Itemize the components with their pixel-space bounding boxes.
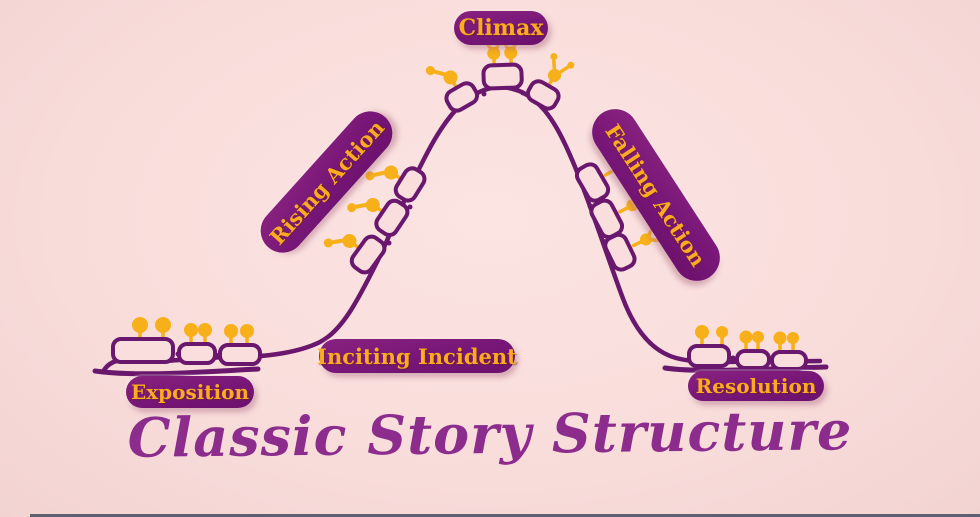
coaster-car: [525, 53, 575, 111]
label-exposition: Exposition: [126, 376, 254, 408]
label-climax: Climax: [454, 11, 548, 45]
coaster-car: [177, 323, 217, 365]
coaster-car: [770, 331, 808, 371]
coaster-car: [347, 197, 410, 237]
bottom-edge-line: [30, 514, 980, 517]
coaster-cars: [111, 31, 808, 371]
car-coupling-dot: [216, 352, 222, 358]
car-coupling-dot: [407, 204, 413, 210]
coaster-car: [323, 234, 387, 275]
coaster-car: [735, 330, 771, 370]
car-coupling-dot: [175, 351, 181, 357]
car-coupling-dot: [587, 203, 593, 209]
page-title: Classic Story Structure: [127, 398, 853, 470]
car-coupling-dot: [767, 357, 773, 363]
car-coupling-dot: [730, 355, 736, 361]
coaster-car: [111, 317, 175, 364]
coaster-car: [425, 66, 480, 113]
car-coupling-dot: [520, 90, 526, 96]
coaster-car: [687, 325, 731, 368]
left-platform-line: [92, 366, 261, 377]
label-resolution: Resolution: [688, 371, 824, 401]
coaster-car: [218, 324, 262, 366]
car-coupling-dot: [600, 238, 606, 244]
coaster-car: [365, 165, 427, 203]
car-coupling-dot: [386, 240, 392, 246]
car-coupling-dot: [481, 91, 487, 97]
coaster-car: [603, 220, 668, 272]
label-inciting-incident: Inciting Incident: [317, 339, 517, 373]
